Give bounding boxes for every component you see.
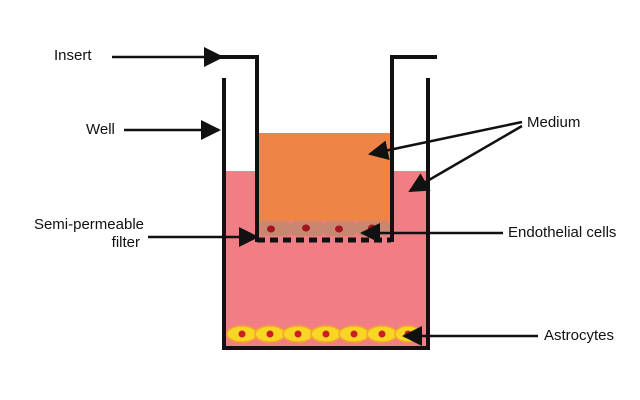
- insert-label: Insert: [54, 47, 92, 64]
- filter-label: Semi-permeable filter: [20, 216, 144, 252]
- well-label: Well: [86, 121, 115, 138]
- medium-arrow-inner: [368, 120, 523, 161]
- astrocyte-nucleus: [322, 330, 330, 338]
- endothelial-nucleus: [302, 224, 310, 232]
- medium-label: Medium: [527, 114, 581, 131]
- astrocyte-nucleus: [266, 330, 274, 338]
- endothelial-nucleus: [368, 224, 376, 232]
- inner-medium: [257, 133, 391, 221]
- endothelial-nucleus: [267, 225, 275, 233]
- insert-wall-left: [208, 55, 259, 242]
- astrocyte-nucleus: [378, 330, 386, 338]
- astrocyte-nucleus: [294, 330, 302, 338]
- insert-wall-right: [390, 55, 437, 242]
- filter-label-line2: filter: [111, 234, 140, 251]
- medium-arrow-outer: [408, 124, 523, 193]
- astrocyte-nucleus: [350, 330, 358, 338]
- astrocyte-nucleus: [238, 330, 246, 338]
- astrocytes-label: Astrocytes: [544, 327, 615, 344]
- endothelial-nucleus: [335, 225, 343, 233]
- well-wall: [222, 78, 430, 350]
- filter-label-line1: Semi-permeable: [33, 216, 144, 233]
- endothelial-label: Endothelial cells: [508, 224, 617, 241]
